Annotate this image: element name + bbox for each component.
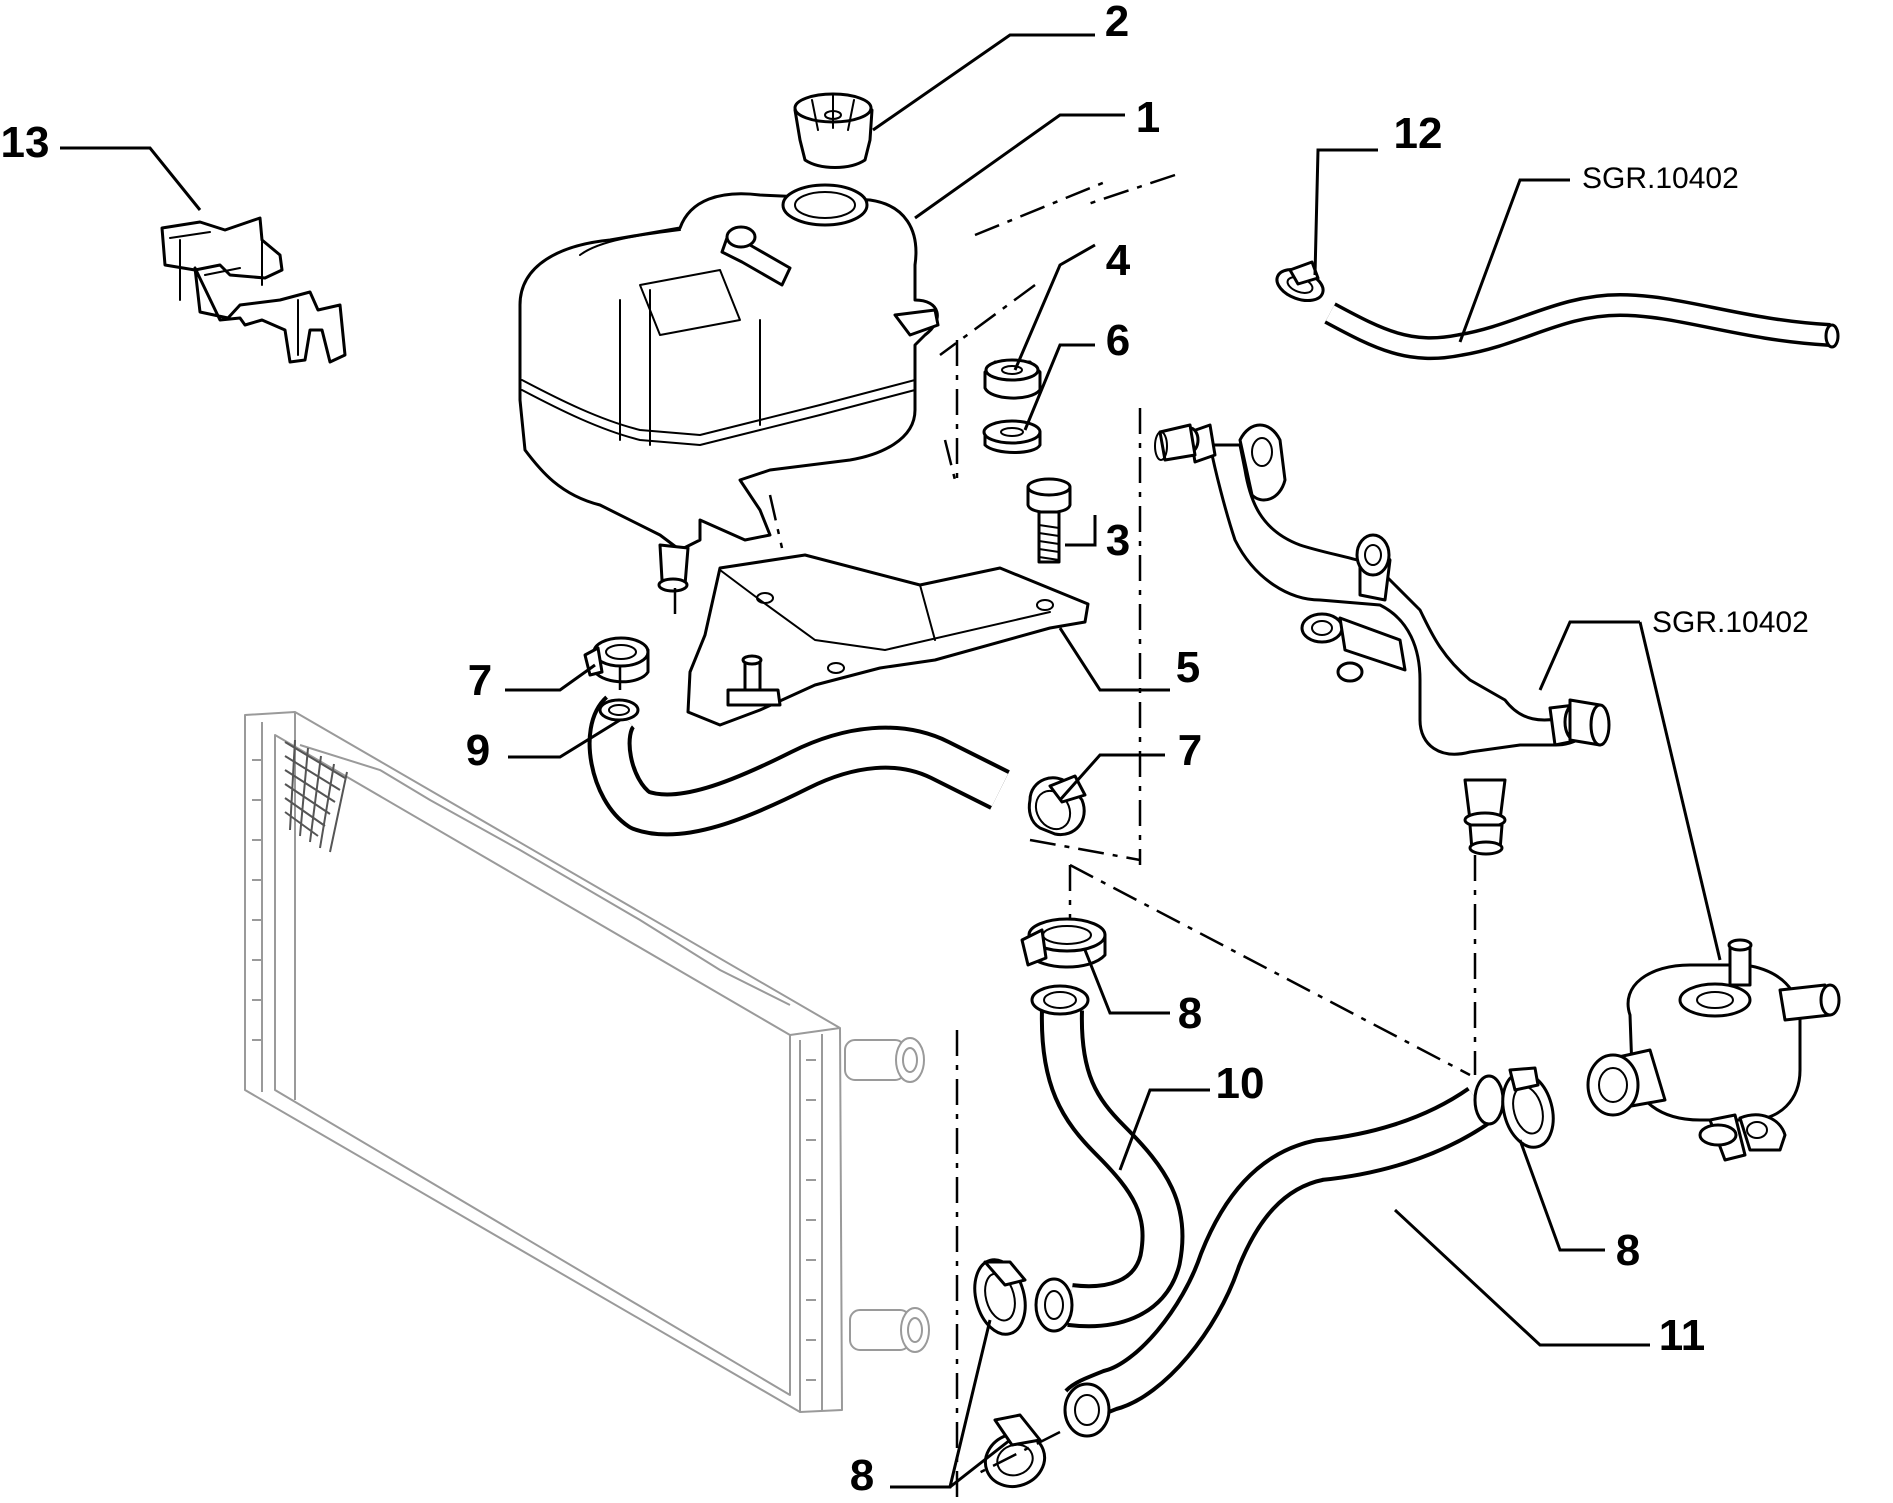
callout-9: 9: [466, 726, 490, 775]
callout-12: 12: [1394, 109, 1443, 158]
thermostat-housing: [1586, 938, 1841, 1162]
radiator-upper-outlet: [844, 1037, 925, 1083]
bracket-bolt: [1026, 477, 1072, 564]
hose-clamp-large-right: [1501, 1066, 1555, 1149]
tank-mounting-bracket: [686, 553, 1090, 727]
nut: [983, 358, 1042, 400]
callout-2: 2: [1105, 0, 1129, 46]
callout-10: 10: [1216, 1059, 1265, 1108]
tank-cap: [793, 92, 874, 169]
reference-labels: SGR.10402 SGR.10402: [1582, 162, 1809, 639]
hose-clamp-large-lower-left: [973, 1258, 1027, 1336]
radiator-hose-upper: [1030, 984, 1185, 1333]
hose-small-tank-return: [587, 695, 1010, 837]
radiator-hose-lower: [1063, 1074, 1505, 1438]
hose-retaining-clip: [160, 216, 347, 364]
radiator: [244, 711, 930, 1413]
callout-labels: 1 2 3 4 5 6 7 7 8 8 8 9 10 11 12 13: [1, 0, 1706, 1500]
callout-7-lower: 7: [1178, 726, 1202, 775]
radiator-lower-outlet: [849, 1307, 930, 1353]
callout-13: 13: [1, 118, 50, 167]
expansion-tank: [518, 183, 940, 593]
callout-11: 11: [1659, 1311, 1706, 1360]
callout-1: 1: [1136, 93, 1160, 142]
assembly-center-lines: [618, 173, 1477, 1500]
hose-clamp-small-lower: [1027, 774, 1087, 837]
reference-sgr-upper: SGR.10402: [1582, 162, 1739, 195]
callout-8-upper: 8: [1178, 989, 1202, 1038]
callout-5: 5: [1176, 643, 1200, 692]
radiator-core-mesh: [284, 739, 348, 853]
reference-sgr-lower: SGR.10402: [1652, 606, 1809, 639]
callout-4: 4: [1106, 236, 1131, 285]
washer: [982, 419, 1042, 454]
callout-3: 3: [1106, 516, 1130, 565]
hose-clamp-bleed: [1275, 260, 1325, 303]
callout-8-right: 8: [1616, 1226, 1640, 1275]
hose-clamp-large-upper: [1020, 917, 1107, 969]
callout-8-bottom: 8: [850, 1451, 874, 1500]
bleed-hose-upper: [1324, 293, 1840, 361]
callout-7-upper: 7: [468, 656, 492, 705]
metal-coolant-pipe: [1154, 423, 1611, 856]
hose-clamp-small-upper: [583, 636, 650, 684]
callout-6: 6: [1106, 316, 1130, 365]
leader-lines: [60, 33, 1722, 1489]
